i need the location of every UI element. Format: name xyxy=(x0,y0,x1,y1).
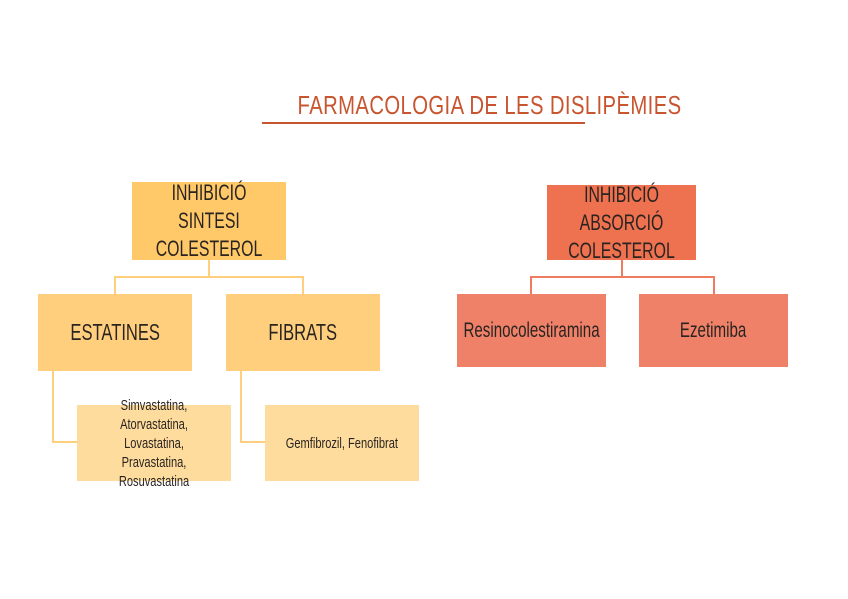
connector-synthesis-trunk xyxy=(208,260,210,278)
connector-fibrats-leaf xyxy=(240,441,265,443)
node-fibrate-drugs-label: Gemfibrozil, Fenofibrat xyxy=(285,434,399,452)
node-fibrate-drugs: Gemfibrozil, Fenofibrat xyxy=(265,405,419,481)
node-ezetimiba-label: Ezetimiba xyxy=(680,318,747,342)
node-ezetimiba: Ezetimiba xyxy=(639,294,788,367)
node-absorption-inhibition: INHIBICIÓ ABSORCIÓ COLESTEROL xyxy=(547,182,696,263)
node-synthesis-inhibition-label: INHIBICIÓ SINTESI COLESTEROL xyxy=(155,180,263,261)
connector-estatines-leaf xyxy=(52,441,77,443)
title-underline xyxy=(262,122,585,124)
node-resinocolestiramina: Resinocolestiramina xyxy=(457,294,606,367)
diagram-title: FARMACOLOGIA DE LES DISLIPÈMIES xyxy=(298,88,682,124)
node-statin-drugs: Simvastatina, Atorvastatina, Lovastatina… xyxy=(77,397,231,490)
node-estatines: ESTATINES xyxy=(38,294,192,371)
connector-fibrats-drop xyxy=(240,371,242,443)
node-absorption-inhibition-label: INHIBICIÓ ABSORCIÓ COLESTEROL xyxy=(568,181,675,263)
connector-synthesis-bar xyxy=(114,276,304,278)
connector-absorption-trunk xyxy=(621,260,623,278)
connector-to-fibrats xyxy=(302,276,304,294)
node-resinocolestiramina-label: Resinocolestiramina xyxy=(463,318,600,342)
node-synthesis-inhibition: INHIBICIÓ SINTESI COLESTEROL xyxy=(132,180,286,261)
connector-to-resino xyxy=(530,276,532,294)
diagram-title-text: FARMACOLOGIA DE LES DISLIPÈMIES xyxy=(297,90,682,120)
connector-to-ezetimiba xyxy=(713,276,715,294)
node-fibrats: FIBRATS xyxy=(226,294,380,371)
connector-absorption-bar xyxy=(530,276,715,278)
node-fibrats-label: FIBRATS xyxy=(268,319,338,345)
node-estatines-label: ESTATINES xyxy=(70,319,160,345)
connector-estatines-drop xyxy=(52,371,54,443)
connector-to-estatines xyxy=(114,276,116,294)
node-statin-drugs-label: Simvastatina, Atorvastatina, Lovastatina… xyxy=(118,396,190,490)
